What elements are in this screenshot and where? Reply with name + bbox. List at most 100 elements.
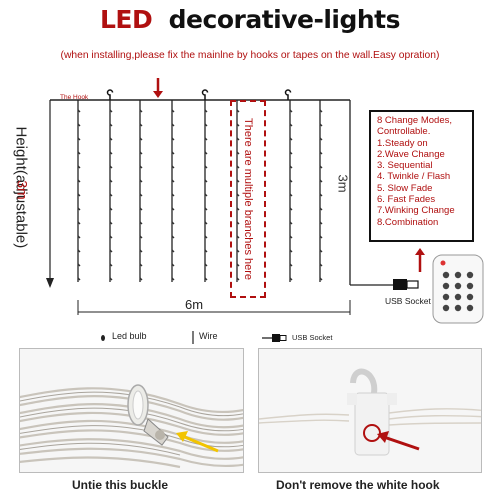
led-bulb <box>171 165 175 169</box>
led-bulb <box>289 263 293 267</box>
led-bulb <box>236 165 240 169</box>
led-bulb <box>77 249 81 253</box>
remote-control-icon <box>432 254 484 324</box>
led-bulb <box>204 277 208 281</box>
led-bulb <box>109 277 113 281</box>
hook-photo <box>258 348 482 473</box>
modes-heading: 8 Change Modes, Controllable. <box>377 115 452 138</box>
led-bulb <box>171 123 175 127</box>
mode-item: 8.Combination <box>377 216 439 228</box>
led-bulb <box>236 263 240 267</box>
led-bulb <box>236 109 240 113</box>
led-bulb <box>139 207 143 211</box>
buckle-photo <box>19 348 244 473</box>
led-bulb <box>77 207 81 211</box>
page-title: LED decorative-lights <box>0 5 500 34</box>
led-bulb <box>171 263 175 267</box>
led-bulb <box>139 277 143 281</box>
red-arrow-icon <box>380 434 420 451</box>
led-bulb <box>109 151 113 155</box>
led-bulb <box>236 193 240 197</box>
usb-socket-label: USB Socket <box>385 296 431 306</box>
led-bulb <box>171 179 175 183</box>
led-bulb <box>139 249 143 253</box>
mode-item: 2.Wave Change <box>377 148 445 160</box>
led-bulb <box>319 193 323 197</box>
mode-item: 5. Slow Fade <box>377 182 433 194</box>
led-bulb <box>236 235 240 239</box>
led-bulb <box>109 193 113 197</box>
led-bulb <box>139 263 143 267</box>
led-bulb <box>289 123 293 127</box>
led-bulb <box>77 151 81 155</box>
legend-bulb-label: Led bulb <box>112 331 147 341</box>
led-bulb <box>204 109 208 113</box>
legend-usb-label: USB Socket <box>292 333 333 342</box>
led-bulb <box>236 123 240 127</box>
led-bulb <box>77 263 81 267</box>
led-bulb <box>319 123 323 127</box>
legend-wire-label: Wire <box>199 331 218 341</box>
branches-note: There are multiple branches here <box>242 117 254 281</box>
led-bulb <box>289 221 293 225</box>
led-bulb <box>236 277 240 281</box>
led-bulb <box>236 137 240 141</box>
led-bulb <box>139 193 143 197</box>
led-bulb <box>171 235 175 239</box>
led-bulb <box>289 179 293 183</box>
led-bulb <box>77 165 81 169</box>
led-bulb <box>139 165 143 169</box>
led-bulb <box>319 277 323 281</box>
led-bulb <box>319 235 323 239</box>
led-bulb <box>204 193 208 197</box>
led-bulb <box>77 193 81 197</box>
led-bulb <box>109 137 113 141</box>
led-bulb <box>236 207 240 211</box>
led-bulb <box>171 277 175 281</box>
led-bulb <box>319 137 323 141</box>
led-bulb <box>236 221 240 225</box>
width-value: 6m <box>185 297 204 312</box>
led-bulb <box>109 235 113 239</box>
led-bulb <box>204 179 208 183</box>
led-bulb <box>171 249 175 253</box>
led-bulb <box>139 109 143 113</box>
led-bulb <box>139 235 143 239</box>
modes-panel: 8 Change Modes, Controllable. 1.Steady o… <box>369 110 474 242</box>
led-bulb <box>77 221 81 225</box>
led-bulb <box>139 137 143 141</box>
mode-item: 3. Sequential <box>377 160 433 172</box>
led-bulb <box>109 263 113 267</box>
led-bulb <box>171 137 175 141</box>
led-bulb <box>204 137 208 141</box>
led-bulb <box>109 123 113 127</box>
led-bulb <box>319 221 323 225</box>
led-bulb <box>139 151 143 155</box>
led-bulb <box>109 179 113 183</box>
led-bulb <box>289 193 293 197</box>
led-bulb <box>204 151 208 155</box>
led-bulb <box>139 179 143 183</box>
led-bulb <box>171 221 175 225</box>
led-bulb <box>171 207 175 211</box>
led-bulb <box>289 165 293 169</box>
led-bulb <box>204 221 208 225</box>
led-bulb <box>204 263 208 267</box>
led-bulb <box>319 179 323 183</box>
height-value-left: 3m <box>14 180 31 200</box>
led-bulb <box>139 221 143 225</box>
led-bulb <box>77 235 81 239</box>
yellow-arrow-icon <box>179 433 219 453</box>
mode-item: 6. Fast Fades <box>377 194 436 206</box>
led-bulb <box>289 249 293 253</box>
height-arrowhead <box>46 278 54 288</box>
led-bulb <box>171 151 175 155</box>
led-bulb <box>171 109 175 113</box>
title-rest: decorative-lights <box>168 5 401 34</box>
wire-coil-image <box>20 384 243 469</box>
led-bulb <box>77 179 81 183</box>
led-bulb <box>109 165 113 169</box>
led-bulb-icon <box>101 335 105 341</box>
led-bulb <box>289 235 293 239</box>
led-bulb <box>289 207 293 211</box>
